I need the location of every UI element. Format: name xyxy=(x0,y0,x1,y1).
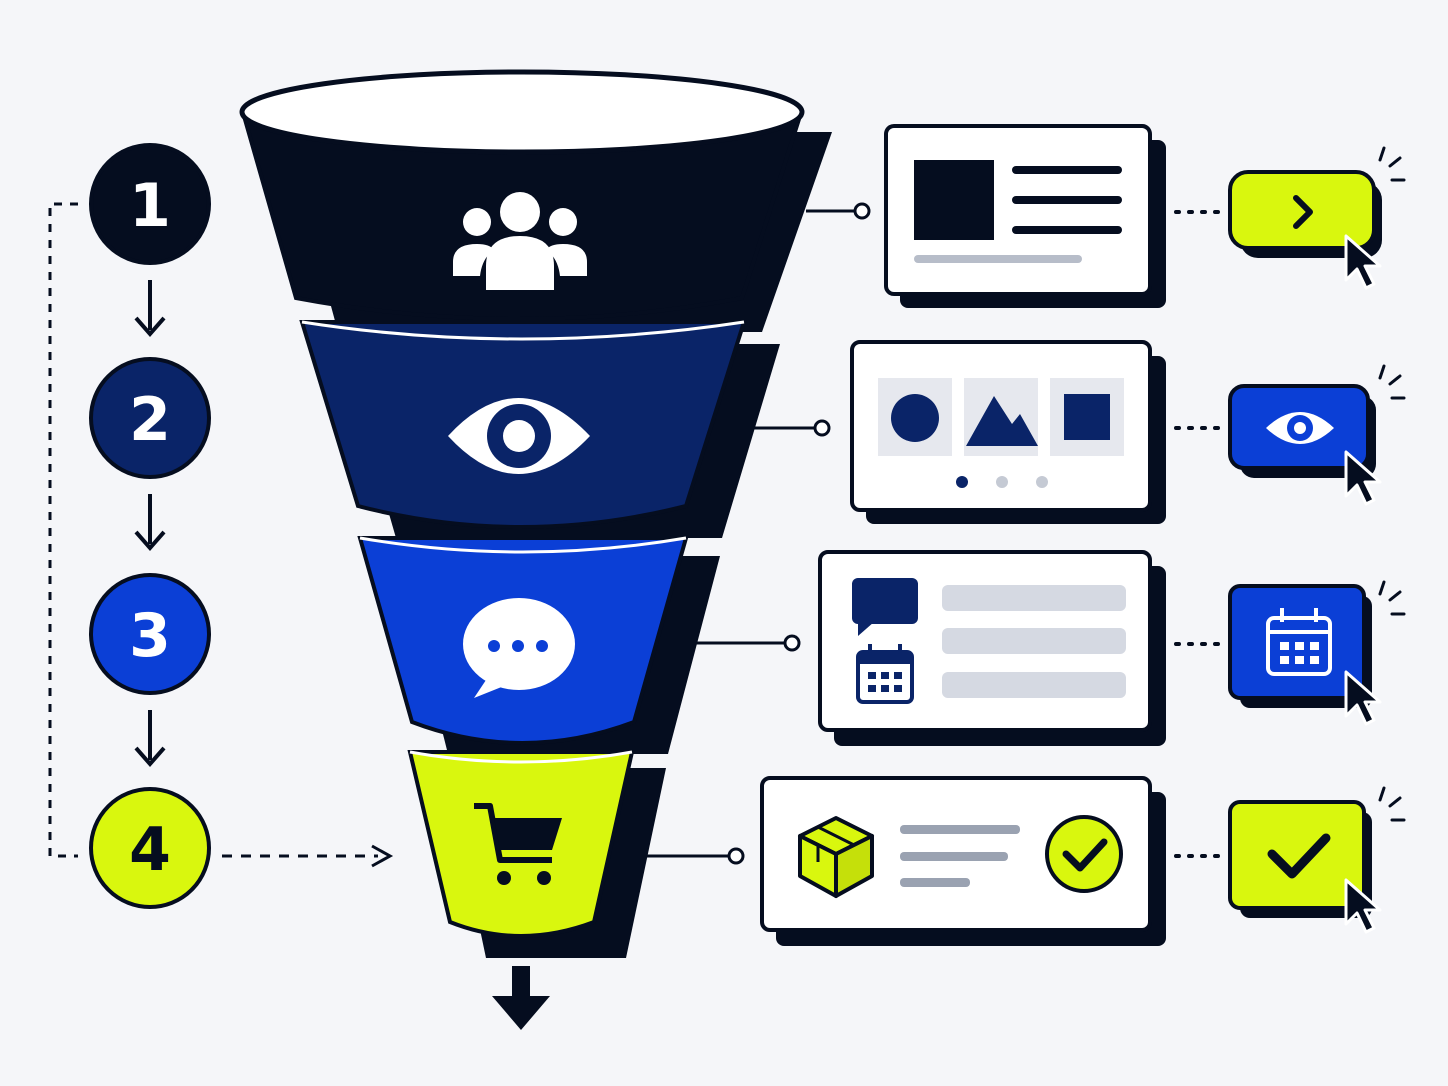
text-line xyxy=(1012,196,1122,204)
funnel-output-arrow-icon xyxy=(492,966,550,1030)
shopping-cart-icon xyxy=(474,803,562,885)
step-2-circle: 2 xyxy=(89,357,211,479)
card-action-connectors xyxy=(1174,210,1224,858)
eye-icon xyxy=(448,398,590,474)
action-button-schedule[interactable] xyxy=(1228,580,1406,726)
text-line xyxy=(900,852,1008,861)
content-card-1 xyxy=(884,124,1166,308)
square-shape-icon xyxy=(1064,394,1110,440)
action-button-view[interactable] xyxy=(1228,364,1406,506)
pager-dot xyxy=(996,476,1008,488)
step-2-number: 2 xyxy=(129,385,171,455)
arrow-down-icon xyxy=(134,280,166,338)
content-card-3 xyxy=(818,550,1166,746)
funnel-stage-3 xyxy=(357,536,720,754)
step-3-circle: 3 xyxy=(89,573,211,695)
funnel-stage-1 xyxy=(239,69,832,332)
pager-dot xyxy=(1036,476,1048,488)
content-card-4 xyxy=(760,776,1166,946)
eye-icon xyxy=(1266,412,1334,444)
mountain-icon xyxy=(966,396,1038,446)
click-burst-icon xyxy=(1378,786,1406,822)
package-icon xyxy=(798,816,874,898)
arrow-down-icon xyxy=(134,494,166,552)
chat-bubble-icon xyxy=(852,578,918,636)
funnel-stage-4 xyxy=(407,750,666,958)
step-4-circle: 4 xyxy=(89,787,211,909)
action-button-next[interactable] xyxy=(1228,146,1406,290)
click-burst-icon xyxy=(1378,146,1406,182)
text-line xyxy=(1012,166,1122,174)
text-line xyxy=(900,825,1020,834)
circle-shape-icon xyxy=(891,394,939,442)
text-line xyxy=(900,878,970,887)
step-indicators: 1 2 3 4 xyxy=(48,143,394,909)
click-burst-icon xyxy=(1378,364,1406,400)
text-block xyxy=(942,672,1126,698)
arrow-down-icon xyxy=(134,710,166,768)
step-1-circle: 1 xyxy=(89,143,211,265)
step-4-number: 4 xyxy=(129,815,171,885)
chat-bubble-icon xyxy=(463,598,575,698)
arrowhead-icon xyxy=(371,844,394,868)
users-icon xyxy=(453,192,587,290)
pager-dot-active xyxy=(956,476,968,488)
text-block xyxy=(942,628,1126,654)
image-placeholder xyxy=(914,160,994,240)
checkmark-icon xyxy=(1267,833,1331,879)
text-line xyxy=(1012,226,1122,234)
loop-connector xyxy=(48,202,78,858)
content-card-2 xyxy=(850,340,1166,524)
click-burst-icon xyxy=(1378,580,1406,616)
check-circle-icon xyxy=(1045,815,1123,893)
calendar-icon xyxy=(856,644,914,704)
text-block xyxy=(942,585,1126,611)
calendar-icon xyxy=(1266,608,1332,676)
chevron-right-icon xyxy=(1293,195,1313,229)
step-1-number: 1 xyxy=(129,171,171,241)
step-3-number: 3 xyxy=(129,601,171,671)
funnel-stage-2 xyxy=(299,320,780,538)
funnel xyxy=(239,69,832,1030)
stage-card-connectors xyxy=(636,202,871,865)
progress-line xyxy=(914,255,1082,263)
action-button-confirm[interactable] xyxy=(1228,786,1406,934)
